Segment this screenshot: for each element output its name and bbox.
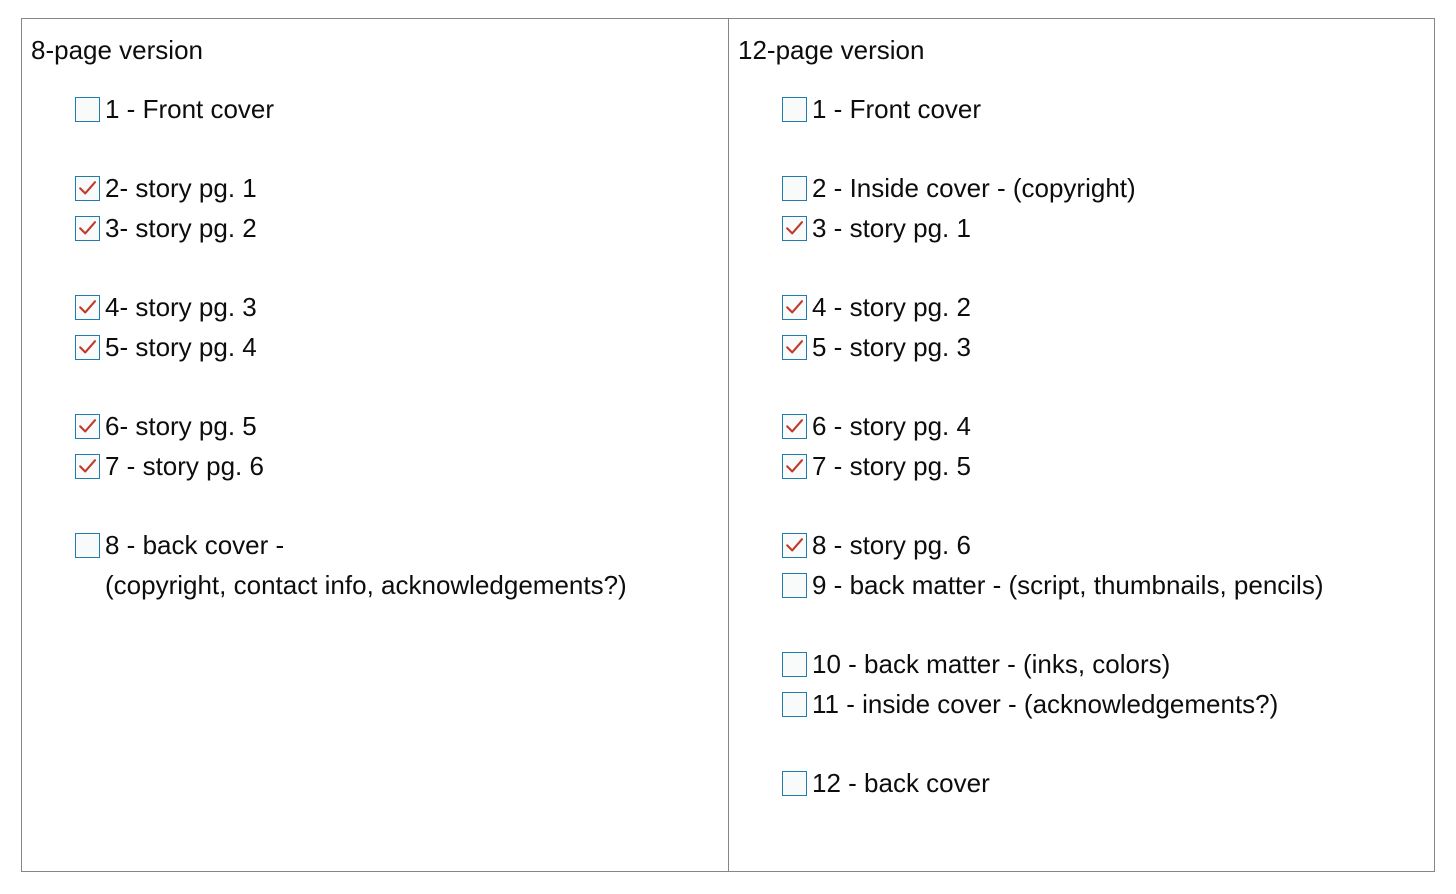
- checkbox-checked-icon[interactable]: [782, 335, 807, 360]
- checkbox-unchecked-icon[interactable]: [75, 533, 100, 558]
- checkbox-checked-icon[interactable]: [782, 295, 807, 320]
- checklist-group: 6- story pg. 5 7 - story pg. 6: [75, 406, 728, 486]
- checklist-item-label: 1 - Front cover: [105, 94, 275, 124]
- checklist-item-subline: (copyright, contact info, acknowledgemen…: [105, 570, 627, 600]
- checklist-item-label: 5- story pg. 4: [105, 332, 257, 362]
- checklist-group: 10 - back matter - (inks, colors) 11 - in…: [782, 644, 1434, 724]
- checkbox-unchecked-icon[interactable]: [782, 176, 807, 201]
- checklist-item-label: 1 - Front cover: [812, 94, 982, 124]
- checklist-item[interactable]: 3 - story pg. 1: [782, 208, 1434, 248]
- checkbox-unchecked-icon[interactable]: [782, 652, 807, 677]
- checkbox-checked-icon[interactable]: [75, 335, 100, 360]
- checkbox-checked-icon[interactable]: [782, 216, 807, 241]
- checklist-item[interactable]: 12 - back cover: [782, 763, 1434, 803]
- column-8-page-version: 8-page version 1 - Front cover 2- story p…: [22, 19, 729, 871]
- checklist-item-label: 5 - story pg. 3: [812, 332, 971, 362]
- checkbox-checked-icon[interactable]: [782, 414, 807, 439]
- checklist-item-label: 4 - story pg. 2: [812, 292, 971, 322]
- checkbox-checked-icon[interactable]: [782, 454, 807, 479]
- checklist-item[interactable]: 3- story pg. 2: [75, 208, 728, 248]
- checkbox-checked-icon[interactable]: [75, 216, 100, 241]
- checklist-item-label: 3 - story pg. 1: [812, 213, 971, 243]
- checkbox-checked-icon[interactable]: [75, 176, 100, 201]
- checklist-item[interactable]: 8 - story pg. 6: [782, 525, 1434, 565]
- checklist-item-label: 7 - story pg. 6: [105, 451, 264, 481]
- checkbox-unchecked-icon[interactable]: [782, 97, 807, 122]
- checkbox-unchecked-icon[interactable]: [782, 771, 807, 796]
- checklist-item-label: 10 - back matter - (inks, colors): [812, 649, 1171, 679]
- checkbox-unchecked-icon[interactable]: [782, 692, 807, 717]
- checklist-item-label: 8 - story pg. 6: [812, 530, 971, 560]
- checklist-group: 8 - back cover - (copyright, contact info…: [75, 525, 728, 605]
- checklist-item[interactable]: 6- story pg. 5: [75, 406, 728, 446]
- checklist-item-label: 7 - story pg. 5: [812, 451, 971, 481]
- checklist-item[interactable]: 1 - Front cover: [782, 89, 1434, 129]
- checklist-item[interactable]: 4 - story pg. 2: [782, 287, 1434, 327]
- checklist-group: 6 - story pg. 4 7 - story pg. 5: [782, 406, 1434, 486]
- checklist-item[interactable]: 2 - Inside cover - (copyright): [782, 168, 1434, 208]
- checklist-item-label: 3- story pg. 2: [105, 213, 257, 243]
- checklist-item-label: 6- story pg. 5: [105, 411, 257, 441]
- checklist-groups-left: 1 - Front cover 2- story pg. 1 3- story pg…: [22, 89, 728, 605]
- checklist-group: 4- story pg. 3 5- story pg. 4: [75, 287, 728, 367]
- checklist-item[interactable]: 11 - inside cover - (acknowledgements?): [782, 684, 1434, 724]
- checkbox-checked-icon[interactable]: [75, 454, 100, 479]
- checklist-item[interactable]: 5- story pg. 4: [75, 327, 728, 367]
- checklist-item[interactable]: 7 - story pg. 6: [75, 446, 728, 486]
- checklist-item[interactable]: 2- story pg. 1: [75, 168, 728, 208]
- two-column-checklist-table: 8-page version 1 - Front cover 2- story p…: [21, 18, 1435, 872]
- checklist-item-label: 12 - back cover: [812, 768, 990, 798]
- checklist-item[interactable]: 5 - story pg. 3: [782, 327, 1434, 367]
- checklist-group: 4 - story pg. 2 5 - story pg. 3: [782, 287, 1434, 367]
- checkbox-unchecked-icon[interactable]: [75, 97, 100, 122]
- checklist-groups-right: 1 - Front cover 2 - Inside cover - (copyr…: [729, 89, 1434, 803]
- checklist-group: 1 - Front cover: [782, 89, 1434, 129]
- checklist-item[interactable]: 10 - back matter - (inks, colors): [782, 644, 1434, 684]
- checklist-item[interactable]: 6 - story pg. 4: [782, 406, 1434, 446]
- checklist-item[interactable]: 4- story pg. 3: [75, 287, 728, 327]
- checklist-item-label: 4- story pg. 3: [105, 292, 257, 322]
- checklist-item-label: 2- story pg. 1: [105, 173, 257, 203]
- checklist-group: 1 - Front cover: [75, 89, 728, 129]
- checklist-item[interactable]: 7 - story pg. 5: [782, 446, 1434, 486]
- checklist-item-label: 8 - back cover -: [105, 530, 285, 560]
- checkbox-checked-icon[interactable]: [782, 533, 807, 558]
- checklist-group: 2 - Inside cover - (copyright) 3 - story …: [782, 168, 1434, 248]
- checklist-item-label: 2 - Inside cover - (copyright): [812, 173, 1136, 203]
- checklist-group: 2- story pg. 1 3- story pg. 2: [75, 168, 728, 248]
- checklist-item[interactable]: 9 - back matter - (script, thumbnails, p…: [782, 565, 1434, 605]
- checklist-group: 8 - story pg. 6 9 - back matter - (script…: [782, 525, 1434, 605]
- checklist-item-label: 6 - story pg. 4: [812, 411, 971, 441]
- checklist-item[interactable]: 1 - Front cover: [75, 89, 728, 129]
- column-title-8-page: 8-page version: [31, 35, 203, 65]
- checklist-item-label: 9 - back matter - (script, thumbnails, p…: [812, 570, 1324, 600]
- column-title-12-page: 12-page version: [738, 35, 925, 65]
- column-12-page-version: 12-page version 1 - Front cover 2 - Insid…: [729, 19, 1434, 871]
- checklist-item-label: 11 - inside cover - (acknowledgements?): [812, 689, 1279, 719]
- checklist-group: 12 - back cover: [782, 763, 1434, 803]
- checkbox-checked-icon[interactable]: [75, 295, 100, 320]
- checkbox-checked-icon[interactable]: [75, 414, 100, 439]
- checkbox-unchecked-icon[interactable]: [782, 573, 807, 598]
- checklist-item[interactable]: 8 - back cover -: [75, 525, 728, 565]
